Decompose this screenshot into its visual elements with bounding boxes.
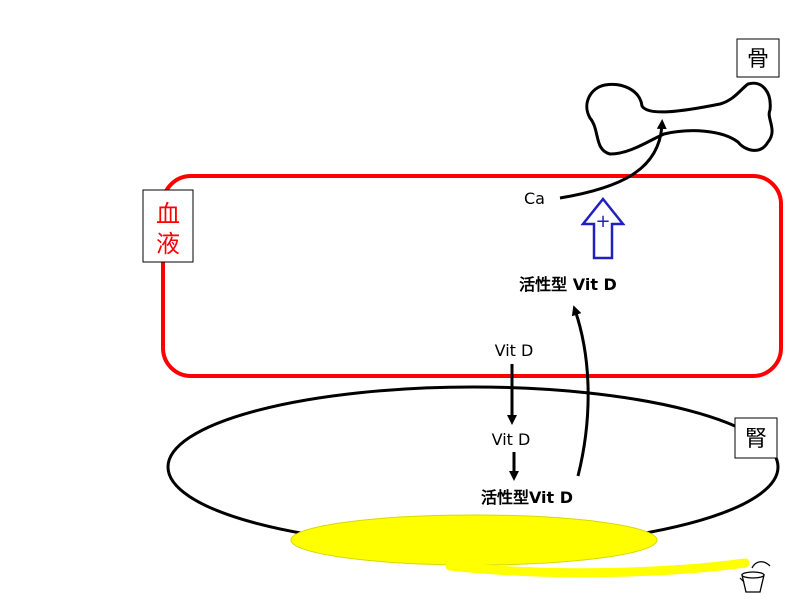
activation-return-arrow	[571, 305, 590, 477]
vitd-kidney-label: Vit D	[492, 430, 531, 449]
calcium-label: Ca	[524, 189, 545, 208]
blood-label-top: 血	[156, 200, 180, 228]
plus-arrow: +	[580, 196, 626, 260]
bone-label-box: 骨	[736, 38, 780, 78]
plus-sign: +	[595, 211, 610, 232]
blood-compartment	[161, 174, 783, 378]
blood-label-box: 血 液	[142, 189, 194, 263]
blood-label-bottom: 液	[156, 230, 180, 258]
bone-label: 骨	[747, 47, 769, 72]
active-vitd-blood-label: 活性型 Vit D	[519, 275, 617, 294]
kidney-label: 腎	[745, 427, 767, 452]
cup-icon	[739, 561, 771, 593]
urine-pool	[290, 514, 658, 566]
bone-icon	[585, 81, 774, 156]
active-vitd-kidney-label: 活性型Vit D	[481, 488, 573, 507]
vitd-blood-label: Vit D	[495, 341, 534, 360]
calcium-to-bone-arrow	[559, 119, 667, 200]
kidney-label-box: 腎	[734, 417, 778, 459]
urine-stream	[445, 558, 750, 578]
